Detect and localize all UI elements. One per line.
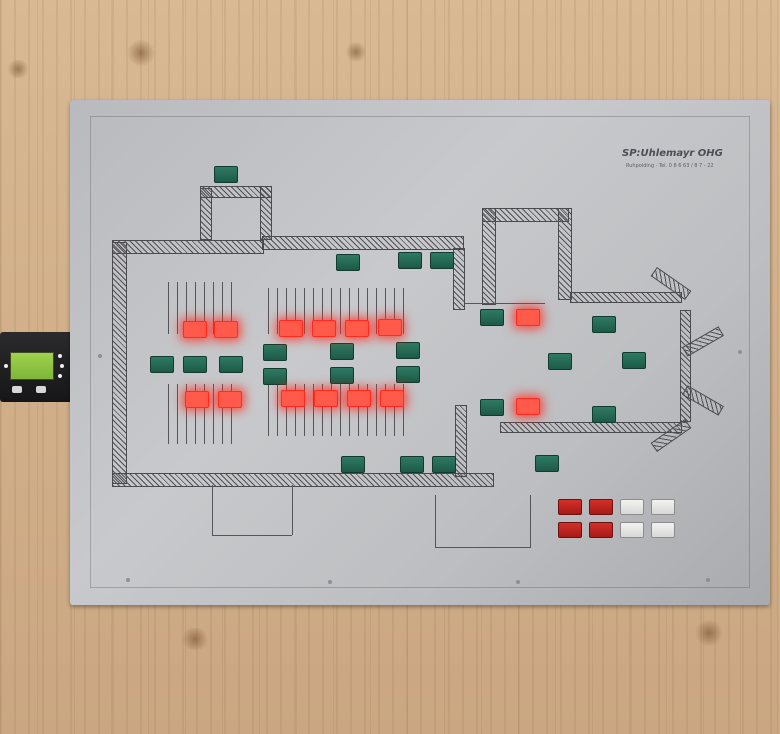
lamp-button-lit[interactable] bbox=[347, 390, 371, 407]
floorplan-wall bbox=[112, 473, 494, 487]
lamp-button-unlit[interactable] bbox=[396, 342, 420, 359]
scene-switch-white[interactable] bbox=[620, 522, 644, 538]
lamp-button-lit[interactable] bbox=[279, 320, 303, 337]
floorplan-line bbox=[435, 547, 531, 548]
scene-switch-white[interactable] bbox=[620, 499, 644, 515]
lamp-button-unlit[interactable] bbox=[330, 343, 354, 360]
floorplan-wall bbox=[570, 292, 682, 303]
floorplan-line bbox=[465, 303, 545, 304]
lamp-button-unlit[interactable] bbox=[592, 406, 616, 423]
floorplan-line bbox=[212, 535, 292, 536]
left-button[interactable] bbox=[4, 364, 8, 368]
lamp-button-unlit[interactable] bbox=[480, 309, 504, 326]
scene-switch-red[interactable] bbox=[589, 522, 613, 538]
floorplan-wall bbox=[260, 186, 272, 240]
floorplan-wall bbox=[500, 422, 682, 433]
mounting-screw bbox=[516, 580, 520, 584]
lamp-button-unlit[interactable] bbox=[330, 367, 354, 384]
esc-button[interactable] bbox=[12, 386, 22, 393]
lamp-button-lit[interactable] bbox=[516, 398, 540, 415]
lamp-button-unlit[interactable] bbox=[400, 456, 424, 473]
down-button[interactable] bbox=[58, 374, 62, 378]
wood-knot bbox=[6, 60, 30, 78]
floorplan-line bbox=[292, 485, 293, 535]
lamp-button-unlit[interactable] bbox=[480, 399, 504, 416]
scene-switch-red[interactable] bbox=[589, 499, 613, 515]
lamp-button-lit[interactable] bbox=[378, 319, 402, 336]
lamp-button-unlit[interactable] bbox=[396, 366, 420, 383]
lamp-button-lit[interactable] bbox=[345, 320, 369, 337]
wood-knot bbox=[180, 628, 210, 650]
floorplan-line bbox=[212, 485, 213, 535]
lamp-button-lit[interactable] bbox=[516, 309, 540, 326]
lamp-button-lit[interactable] bbox=[218, 391, 242, 408]
floorplan-wall bbox=[680, 310, 691, 422]
lamp-button-lit[interactable] bbox=[214, 321, 238, 338]
floorplan-wall bbox=[453, 248, 465, 310]
floorplan-wall bbox=[455, 405, 467, 477]
lamp-button-unlit[interactable] bbox=[150, 356, 174, 373]
lamp-button-unlit[interactable] bbox=[219, 356, 243, 373]
lamp-button-unlit[interactable] bbox=[263, 368, 287, 385]
lamp-button-unlit[interactable] bbox=[183, 356, 207, 373]
lamp-button-lit[interactable] bbox=[312, 320, 336, 337]
wood-knot bbox=[345, 42, 367, 62]
floorplan-wall bbox=[262, 236, 464, 250]
scene-switch-white[interactable] bbox=[651, 522, 675, 538]
lamp-button-lit[interactable] bbox=[185, 391, 209, 408]
lamp-button-unlit[interactable] bbox=[430, 252, 454, 269]
lamp-button-unlit[interactable] bbox=[398, 252, 422, 269]
floorplan-line bbox=[530, 495, 531, 547]
mounting-screw bbox=[328, 580, 332, 584]
ok-button[interactable] bbox=[36, 386, 46, 393]
lcd-display bbox=[10, 352, 54, 380]
up-button[interactable] bbox=[58, 354, 62, 358]
scene-switch-red[interactable] bbox=[558, 499, 582, 515]
floorplan-wall bbox=[112, 242, 127, 484]
wood-knot bbox=[694, 620, 724, 646]
mounting-screw bbox=[126, 578, 130, 582]
panel-border bbox=[90, 116, 750, 588]
lamp-button-lit[interactable] bbox=[183, 321, 207, 338]
lamp-button-unlit[interactable] bbox=[535, 455, 559, 472]
scene-switch-white[interactable] bbox=[651, 499, 675, 515]
floorplan-wall bbox=[112, 240, 264, 254]
floorplan-wall bbox=[482, 208, 496, 305]
right-button[interactable] bbox=[60, 364, 64, 368]
lamp-button-unlit[interactable] bbox=[336, 254, 360, 271]
floorplan-line bbox=[435, 495, 436, 547]
mounting-screw bbox=[98, 354, 102, 358]
wood-knot bbox=[126, 40, 156, 66]
mounting-screw bbox=[738, 350, 742, 354]
scene-switch-red[interactable] bbox=[558, 522, 582, 538]
lamp-button-lit[interactable] bbox=[314, 390, 338, 407]
lamp-button-unlit[interactable] bbox=[214, 166, 238, 183]
lamp-button-unlit[interactable] bbox=[592, 316, 616, 333]
company-name: SP:Uhlemayr OHG bbox=[622, 148, 723, 159]
mounting-screw bbox=[706, 578, 710, 582]
control-unit bbox=[0, 332, 76, 402]
company-contact: Ruhpolding · Tel. 0 8 6 63 / 8 7 - 22 bbox=[626, 163, 714, 169]
lighting-control-panel: SP:Uhlemayr OHG Ruhpolding · Tel. 0 8 6 … bbox=[70, 100, 770, 605]
lamp-button-unlit[interactable] bbox=[341, 456, 365, 473]
lamp-button-lit[interactable] bbox=[281, 390, 305, 407]
floorplan-wall bbox=[558, 208, 572, 300]
lamp-button-unlit[interactable] bbox=[263, 344, 287, 361]
lamp-button-unlit[interactable] bbox=[548, 353, 572, 370]
lamp-button-unlit[interactable] bbox=[432, 456, 456, 473]
lamp-button-unlit[interactable] bbox=[622, 352, 646, 369]
lamp-button-lit[interactable] bbox=[380, 390, 404, 407]
